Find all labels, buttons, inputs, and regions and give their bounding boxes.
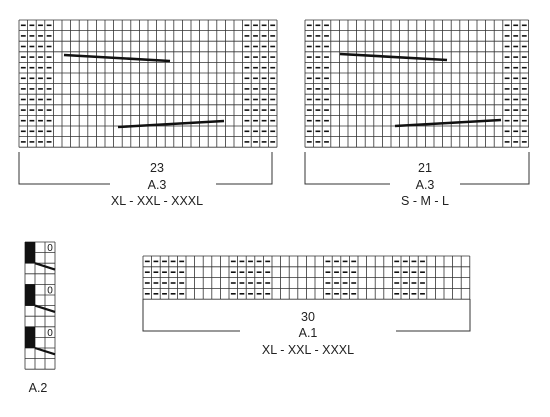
chart-a3-large-stitch-count: 23 — [150, 161, 164, 175]
chart-a3-small-stitch-count: 21 — [418, 161, 432, 175]
chart-a2-yarn-over-symbol: 0 — [47, 328, 53, 339]
chart-a3-large-decrease-line — [117, 119, 225, 129]
chart-a2-yarn-over-symbol: 0 — [47, 286, 53, 297]
chart-a2-decrease-line — [34, 262, 56, 271]
chart-a2-filled-stitch — [25, 326, 35, 348]
chart-a3-small-decrease-line — [394, 118, 502, 128]
chart-a2-decrease-line — [34, 346, 56, 356]
chart-a1-stitch-count: 30 — [301, 310, 315, 324]
chart-a3-large-sizes: XL - XXL - XXXL — [110, 194, 204, 208]
chart-a3-small-width-bracket — [304, 152, 530, 185]
chart-a2-filled-stitch — [25, 242, 35, 264]
chart-a2-decrease-line — [34, 304, 56, 314]
chart-a3-large-width-bracket — [18, 152, 273, 185]
chart-a2-yarn-over-symbol: 0 — [47, 243, 53, 254]
chart-a3-small-sizes: S - M - L — [401, 194, 449, 208]
chart-a3-small-decrease-line — [339, 52, 448, 62]
chart-a1-width-bracket — [142, 299, 471, 332]
chart-a1-sizes: XL - XXL - XXXL — [261, 343, 355, 357]
chart-a3-large-decrease-line — [63, 53, 171, 63]
chart-a1-name: A.1 — [298, 326, 318, 340]
chart-a3-large-name: A.3 — [147, 178, 167, 192]
chart-a2-filled-stitch — [25, 284, 35, 306]
chart-a3-small-name: A.3 — [415, 178, 435, 192]
chart-a2-name: A.2 — [28, 381, 48, 395]
